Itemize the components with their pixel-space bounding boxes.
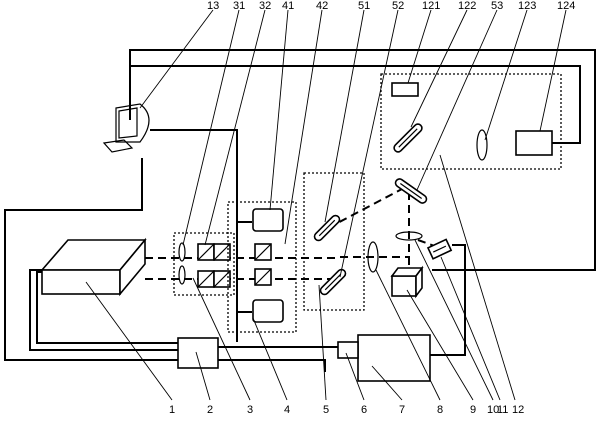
label-12: 12 xyxy=(512,404,524,416)
unit-124 xyxy=(515,130,553,156)
wire-to-unit-124 xyxy=(130,65,581,144)
label-42: 42 xyxy=(316,0,328,12)
top-labels: 13 31 32 41 42 51 52 121 122 53 123 124 xyxy=(207,0,575,12)
top-wire xyxy=(129,49,596,271)
group-4-bus xyxy=(236,221,252,313)
detector-42 xyxy=(252,299,284,323)
label-10: 10 xyxy=(487,404,499,416)
lens-32 xyxy=(178,265,186,285)
label-9: 9 xyxy=(470,404,476,416)
connector-6 xyxy=(337,341,359,359)
mirror-53 xyxy=(394,178,428,204)
label-13: 13 xyxy=(207,0,219,12)
beam-reflected xyxy=(327,188,403,229)
lens-8 xyxy=(367,241,379,273)
computer-icon xyxy=(102,103,150,153)
wire-detector-right xyxy=(430,244,466,356)
label-123: 123 xyxy=(518,0,536,12)
label-11: 11 xyxy=(497,404,508,416)
label-32: 32 xyxy=(259,0,271,12)
beam-splitter-3-lower xyxy=(197,270,231,288)
group-12-frame xyxy=(380,73,562,170)
label-52: 52 xyxy=(392,0,404,12)
mirror-52 xyxy=(319,268,347,296)
label-53: 53 xyxy=(491,0,503,12)
label-8: 8 xyxy=(437,404,443,416)
controller-2 xyxy=(177,337,219,369)
beam-splitter-4-lower xyxy=(254,268,272,286)
wire-computer-to-left xyxy=(4,158,326,372)
label-2: 2 xyxy=(207,404,213,416)
sensor-10 xyxy=(390,265,424,299)
lens-31 xyxy=(178,242,186,262)
label-1: 1 xyxy=(169,404,175,416)
label-41: 41 xyxy=(282,0,294,12)
wire-computer-to-modules xyxy=(150,129,238,342)
element-122 xyxy=(393,123,423,153)
label-51: 51 xyxy=(358,0,370,12)
mirror-11 xyxy=(426,238,453,260)
element-121 xyxy=(391,82,419,97)
label-7: 7 xyxy=(399,404,405,416)
detector-41 xyxy=(252,208,284,232)
group-3-frame xyxy=(173,232,235,296)
label-4: 4 xyxy=(284,404,290,416)
label-121: 121 xyxy=(422,0,440,12)
mirror-51 xyxy=(313,214,341,242)
beam-splitter-4-upper xyxy=(254,243,272,261)
label-122: 122 xyxy=(458,0,476,12)
wire-laser-to-controller xyxy=(29,269,178,351)
beam-splitter-3-upper xyxy=(197,243,231,261)
lens-9 xyxy=(395,231,423,241)
label-3: 3 xyxy=(247,404,253,416)
detector-7 xyxy=(357,334,431,382)
label-124: 124 xyxy=(557,0,575,12)
label-31: 31 xyxy=(233,0,245,12)
leader-lines xyxy=(85,9,567,401)
label-5: 5 xyxy=(323,404,329,416)
group-5-frame xyxy=(303,172,365,311)
label-6: 6 xyxy=(361,404,367,416)
laser-source xyxy=(40,237,147,297)
group-4-frame xyxy=(227,201,297,333)
lens-123 xyxy=(476,129,488,161)
bottom-labels: 1 2 3 4 5 6 7 8 9 10 11 12 xyxy=(169,404,524,416)
